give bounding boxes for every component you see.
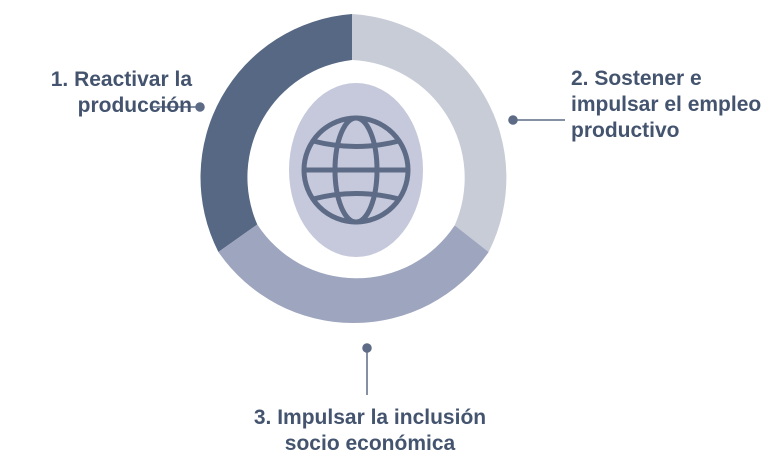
connector-2 <box>508 115 565 125</box>
connector-3 <box>362 343 372 395</box>
segment-2 <box>352 14 507 252</box>
label-sostener-empleo: 2. Sostener e impulsar el empleo product… <box>571 67 762 142</box>
globe-icon <box>301 115 411 225</box>
segment-1 <box>200 14 352 252</box>
ring <box>200 14 507 324</box>
segment-3 <box>218 224 489 324</box>
label-reactivar-produccion: 1. Reactivar la producción <box>50 68 192 117</box>
connector-1 <box>150 102 205 112</box>
connectors <box>150 102 565 395</box>
label-inclusion-socioeconomica: 3. Impulsar la inclusión socio económica <box>253 406 487 455</box>
